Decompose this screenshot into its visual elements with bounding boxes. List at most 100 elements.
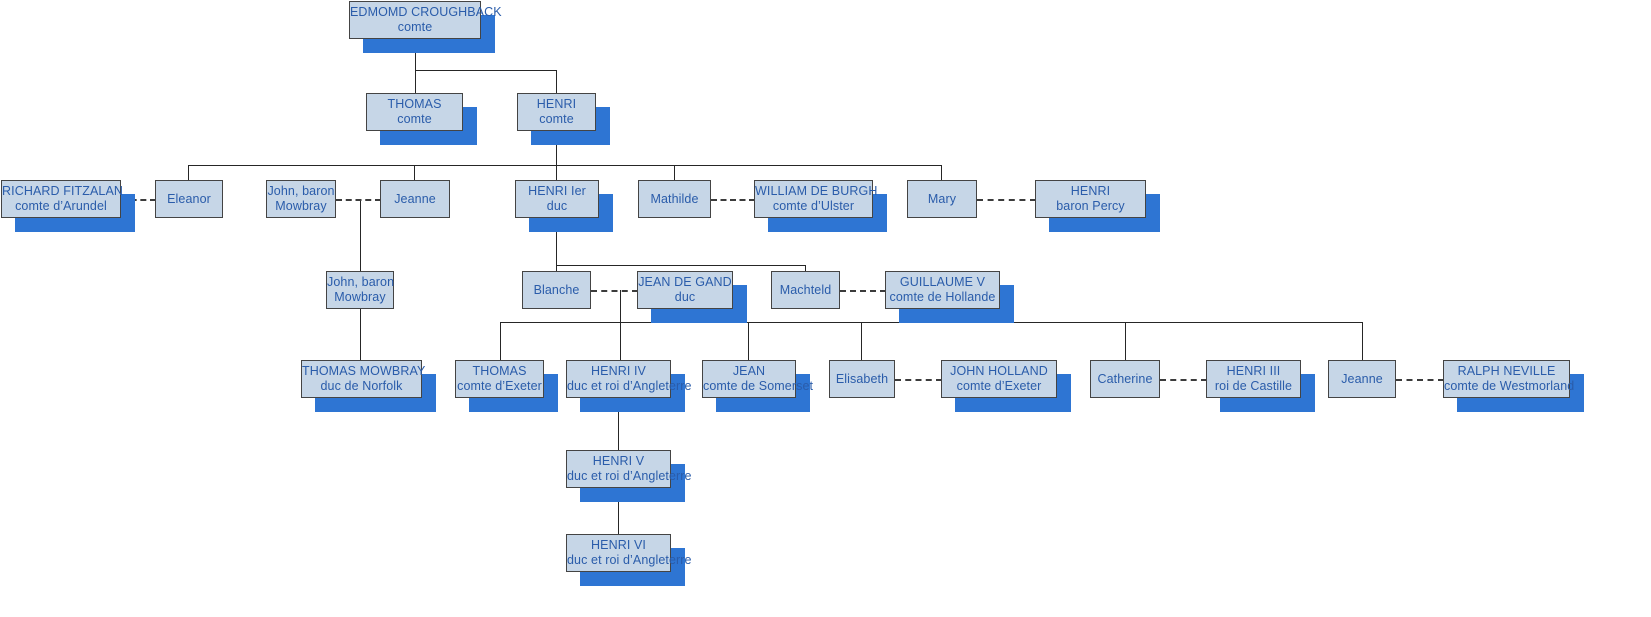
person-node-catherine[interactable]: Catherine [1090, 360, 1160, 398]
person-name: Jeanne [394, 191, 436, 206]
person-title: comte [397, 20, 433, 34]
person-title: duc et roi d’Angleterre [567, 379, 692, 393]
person-name: HENRI V [592, 454, 645, 469]
person-title: comte de Westmorland [1444, 379, 1575, 393]
person-node-machteld[interactable]: Machteld [771, 271, 840, 309]
person-name: WILLIAM DE BURGH [755, 184, 878, 199]
person-node-eleanor[interactable]: Eleanor [155, 180, 223, 218]
person-node-elisabeth[interactable]: Elisabeth [829, 360, 895, 398]
person-name: HENRI III [1226, 364, 1281, 379]
person-name: HENRI IV [591, 364, 646, 379]
connector-vertical [556, 165, 557, 180]
person-title: comte de Somerset [703, 379, 814, 393]
person-name: EDMOMD CROUGHBACK [350, 5, 502, 20]
person-title: duc et roi d’Angleterre [567, 553, 692, 567]
connector-horizontal [415, 70, 557, 71]
person-name: JEAN DE GAND [638, 275, 732, 290]
marriage-link [336, 199, 381, 201]
connector-vertical [188, 165, 189, 180]
connector-vertical [415, 70, 416, 93]
connector-vertical [556, 265, 557, 271]
connector-vertical [500, 322, 501, 360]
person-title: comte d’Arundel [15, 199, 107, 213]
person-name: John, baron [327, 275, 395, 290]
person-name: THOMAS [472, 364, 527, 379]
person-title: duc et roi d’Angleterre [567, 469, 692, 483]
person-title: comte d’Exeter [457, 379, 542, 393]
person-title: Mowbray [334, 290, 386, 304]
person-name: RALPH NEVILLE [1457, 364, 1556, 379]
person-name: HENRI [536, 97, 577, 112]
marriage-link [591, 290, 638, 292]
person-title: baron Percy [1056, 199, 1125, 213]
person-title: roi de Castille [1214, 379, 1293, 393]
person-title: Mowbray [275, 199, 327, 213]
connector-vertical [556, 218, 557, 265]
marriage-link [895, 379, 942, 381]
person-name: HENRI VI [591, 538, 646, 553]
person-name: JOHN HOLLAND [950, 364, 1048, 379]
connector-vertical [1362, 322, 1363, 360]
connector-vertical [805, 265, 806, 271]
marriage-link [1160, 379, 1207, 381]
connector-vertical [620, 290, 621, 360]
person-name: Machteld [779, 282, 832, 297]
connector-horizontal [556, 265, 806, 266]
connector-vertical [556, 131, 557, 165]
person-title: duc [674, 290, 696, 304]
connector-vertical [618, 488, 619, 534]
person-title: comte d’Ulster [772, 199, 855, 213]
person-name: RICHARD FITZALAN [2, 184, 124, 199]
person-node-mathilde[interactable]: Mathilde [638, 180, 711, 218]
person-name: Elisabeth [835, 371, 889, 386]
person-name: THOMAS [387, 97, 442, 112]
person-node-mary[interactable]: Mary [907, 180, 977, 218]
connector-vertical [941, 165, 942, 180]
connector-vertical [415, 39, 416, 70]
person-title: comte de Hollande [889, 290, 996, 304]
person-name: Jeanne [1341, 371, 1383, 386]
person-node-jeanne_1[interactable]: Jeanne [380, 180, 450, 218]
marriage-link [1396, 379, 1444, 381]
connector-horizontal [188, 165, 942, 166]
marriage-link [121, 199, 156, 201]
connector-vertical [748, 322, 749, 360]
connector-vertical [861, 322, 862, 360]
person-name: Eleanor [167, 191, 211, 206]
person-title: duc de Norfolk [320, 379, 403, 393]
connector-vertical [414, 165, 415, 180]
marriage-link [977, 199, 1036, 201]
marriage-link [840, 290, 886, 292]
person-name: Blanche [533, 282, 580, 297]
person-node-jeanne_2[interactable]: Jeanne [1328, 360, 1396, 398]
person-title: comte [397, 112, 432, 126]
connector-vertical [360, 199, 361, 271]
person-name: John, baron [267, 184, 335, 199]
marriage-link [711, 199, 755, 201]
person-node-blanche[interactable]: Blanche [522, 271, 591, 309]
person-title: comte [539, 112, 574, 126]
person-name: HENRI [1070, 184, 1111, 199]
person-name: THOMAS MOWBRAY [302, 364, 426, 379]
